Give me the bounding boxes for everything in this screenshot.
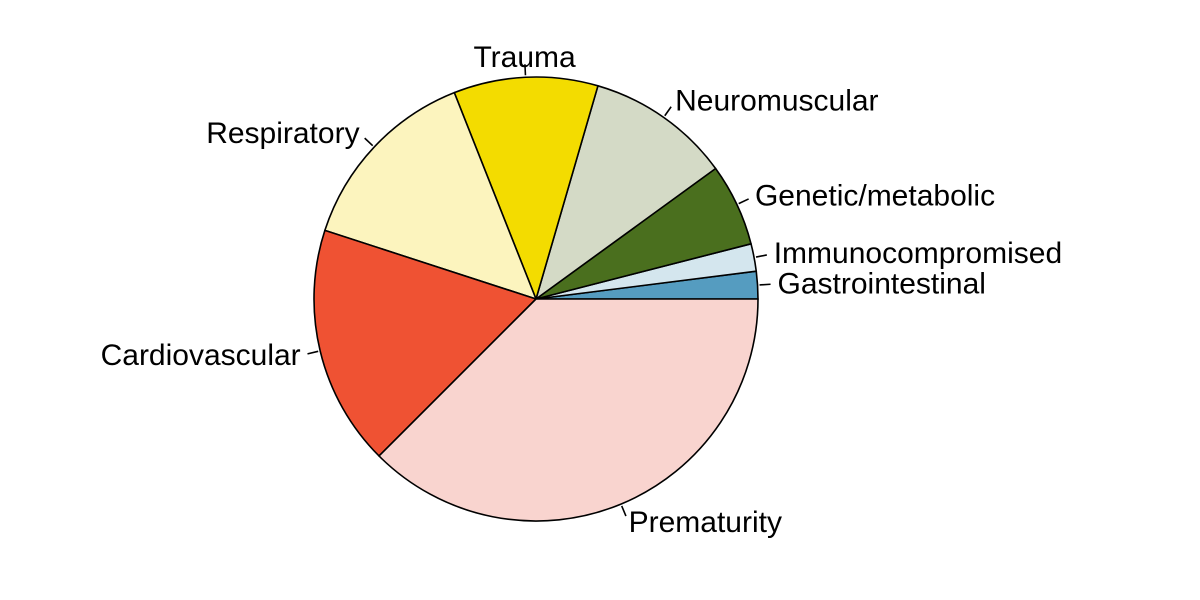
slice-label-immunocompromised: Immunocompromised	[774, 237, 1062, 270]
slice-label-trauma: Trauma	[473, 41, 576, 74]
slice-label-gastrointestinal: Gastrointestinal	[778, 267, 986, 300]
label-tick-immunocompromised	[755, 254, 767, 258]
label-tick-neuromuscular	[664, 106, 672, 117]
slice-label-neuromuscular: Neuromuscular	[675, 85, 878, 118]
slice-label-genetic-metabolic: Genetic/metabolic	[755, 179, 995, 212]
pie-slice-cardiovascular	[313, 229, 537, 457]
slice-label-cardiovascular: Cardiovascular	[101, 339, 301, 372]
slice-label-prematurity: Prematurity	[629, 506, 782, 539]
slice-label-respiratory: Respiratory	[206, 117, 359, 150]
label-tick-prematurity	[620, 505, 627, 517]
label-tick-gastrointestinal	[759, 283, 771, 286]
pie-slice-trauma	[453, 76, 599, 300]
label-tick-trauma	[524, 64, 527, 76]
label-tick-cardiovascular	[307, 350, 319, 355]
label-ticks	[307, 64, 771, 517]
pie-slice-neuromuscular	[535, 85, 717, 300]
label-tick-respiratory	[364, 137, 374, 147]
label-tick-genetic-metabolic	[738, 198, 749, 205]
pie-slice-prematurity	[378, 298, 759, 522]
pie-slices	[313, 76, 759, 522]
